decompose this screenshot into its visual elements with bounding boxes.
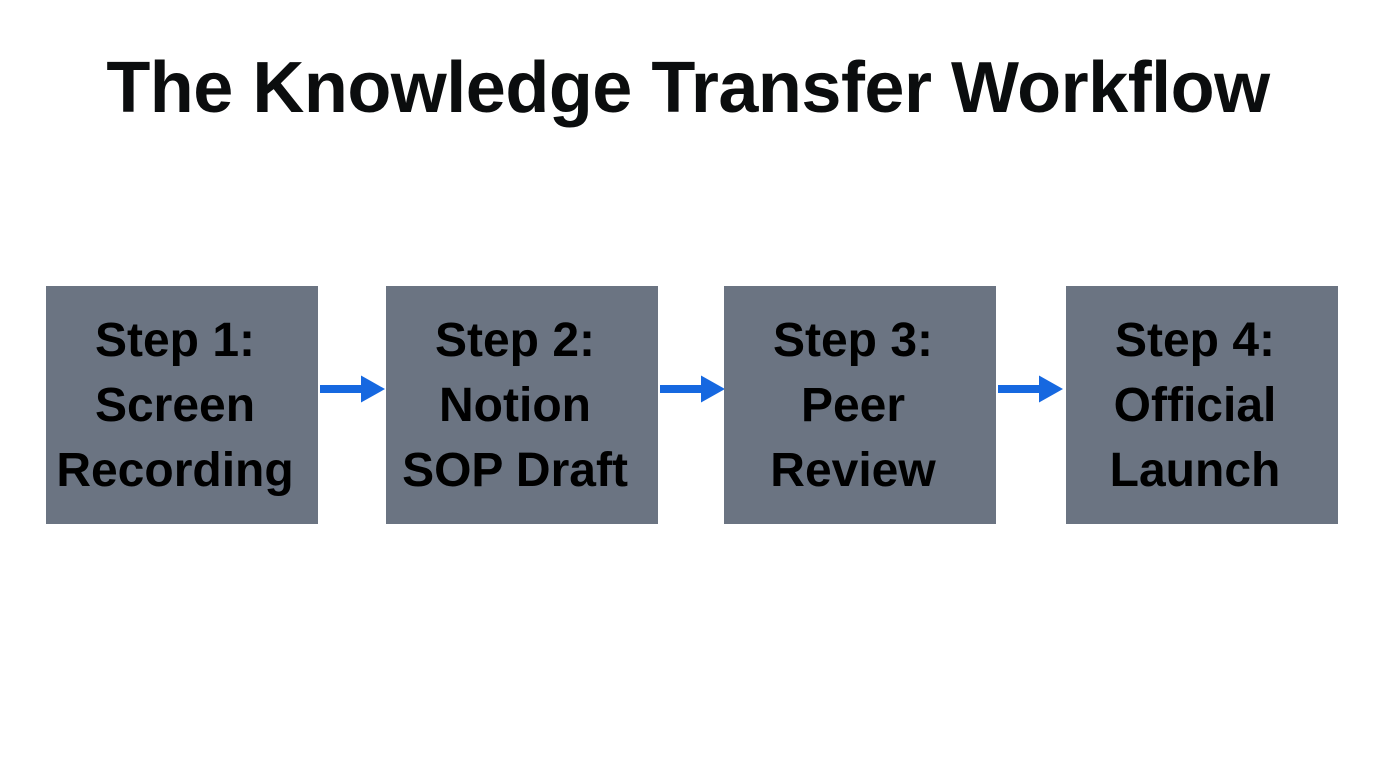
step-box-4[interactable]: Step 4: Official Launch [1066,286,1338,524]
workflow-flow-row: Step 1: Screen Recording Step 2: Notion … [46,286,1338,524]
step-box-3[interactable]: Step 3: Peer Review [724,286,996,524]
step-box-1-label: Step 1: Screen Recording [56,313,294,497]
step-box-3-label: Step 3: Peer Review [770,313,936,497]
step-box-2-label: Step 2: Notion SOP Draft [402,313,628,497]
arrow-right-icon-2 [660,372,726,406]
arrow-right-icon-1 [320,372,386,406]
arrow-right-icon-3 [998,372,1064,406]
step-box-2[interactable]: Step 2: Notion SOP Draft [386,286,658,524]
step-box-1[interactable]: Step 1: Screen Recording [46,286,318,524]
page-title: The Knowledge Transfer Workflow [106,48,1270,128]
step-box-4-label: Step 4: Official Launch [1109,313,1281,497]
